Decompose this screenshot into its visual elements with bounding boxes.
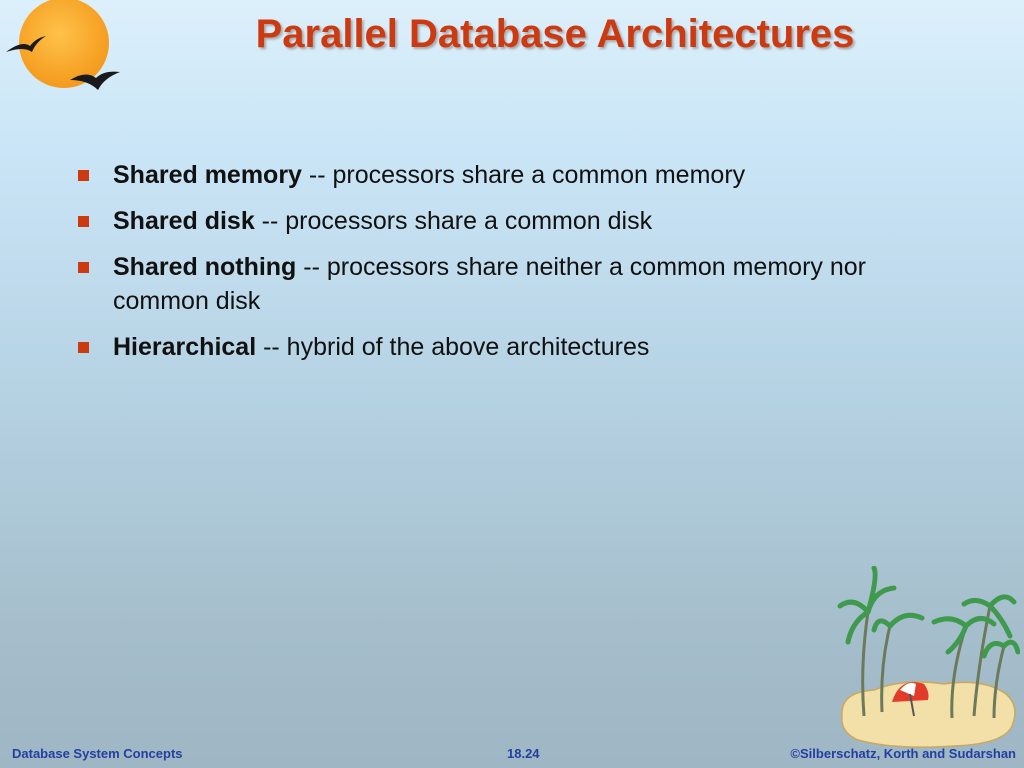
- list-item: Shared disk -- processors share a common…: [78, 204, 958, 238]
- square-bullet-icon: [78, 262, 89, 273]
- sun-with-birds-icon: [6, 0, 120, 90]
- square-bullet-icon: [78, 216, 89, 227]
- footer-book-title: Database System Concepts: [12, 746, 183, 761]
- footer-slide-number: 18.24: [507, 746, 540, 761]
- footer-copyright: ©Silberschatz, Korth and Sudarshan: [790, 746, 1016, 761]
- bullet-term: Shared nothing: [113, 253, 297, 281]
- bullet-list: Shared memory -- processors share a comm…: [78, 158, 958, 376]
- bullet-text: -- processors share a common disk: [254, 207, 653, 235]
- list-item: Hierarchical -- hybrid of the above arch…: [78, 330, 958, 364]
- square-bullet-icon: [78, 170, 89, 181]
- palm-island-umbrella-icon: [837, 566, 1020, 748]
- list-item: Shared memory -- processors share a comm…: [78, 158, 958, 192]
- bullet-text: -- hybrid of the above architectures: [256, 333, 650, 361]
- bullet-term: Hierarchical: [113, 333, 257, 361]
- square-bullet-icon: [78, 342, 89, 353]
- bullet-term: Shared disk: [113, 207, 255, 235]
- bullet-text: -- processors share a common memory: [301, 161, 746, 189]
- slide-title: Parallel Database Architectures: [255, 12, 855, 56]
- bullet-term: Shared memory: [113, 161, 302, 189]
- bullet-text: -- processors share neither a common mem…: [113, 253, 866, 315]
- list-item: Shared nothing -- processors share neith…: [78, 250, 958, 318]
